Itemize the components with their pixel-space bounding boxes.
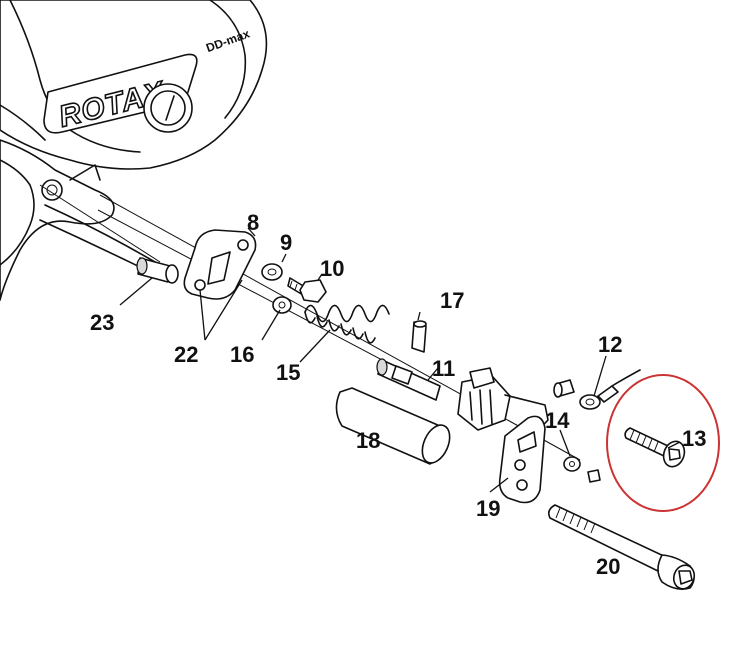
label-part-11: 11 [432, 356, 455, 381]
engine-housing: ROTAX max DD-max [0, 0, 268, 301]
label-part-12: 12 [598, 332, 622, 357]
part-20-long-screw [548, 504, 696, 590]
label-part-18: 18 [356, 428, 380, 453]
label-part-19: 19 [476, 496, 500, 521]
label-part-14: 14 [545, 408, 570, 433]
part-labels: 8 9 10 11 12 13 14 15 16 17 18 19 20 22 … [90, 210, 706, 579]
part-15-spring [304, 304, 390, 344]
part-17-pin [411, 320, 427, 353]
label-part-8: 8 [247, 210, 259, 235]
part-8-bracket-plate [183, 229, 257, 300]
label-part-16: 16 [230, 342, 254, 367]
part-16-washer [272, 296, 292, 314]
part-23-cable-fitting [136, 257, 179, 284]
part-14-washer [563, 456, 601, 483]
leader-lines [119, 227, 681, 493]
label-part-23: 23 [90, 310, 114, 335]
part-12-bushing [553, 369, 641, 410]
label-part-17: 17 [440, 288, 464, 313]
part-10-bolt [287, 277, 327, 303]
throttle-pulley [457, 367, 549, 431]
label-part-13: 13 [682, 426, 706, 451]
label-part-9: 9 [280, 230, 292, 255]
part-9-washer [261, 263, 283, 281]
label-part-22: 22 [174, 342, 198, 367]
mount-boss [41, 179, 63, 201]
part-13-screw [624, 427, 686, 468]
label-part-15: 15 [276, 360, 300, 385]
label-part-10: 10 [320, 256, 344, 281]
part-11-adjuster [376, 358, 441, 401]
part-18-sleeve [335, 387, 451, 465]
label-part-20: 20 [596, 554, 620, 579]
part-19-lever [498, 415, 546, 504]
highlight-ring [606, 374, 720, 512]
